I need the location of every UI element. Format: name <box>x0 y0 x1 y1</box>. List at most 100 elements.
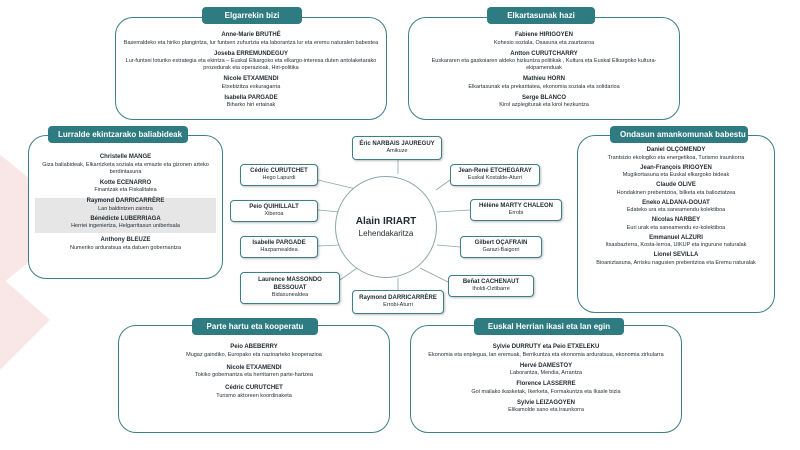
member-name: Kotte ECENARRO <box>99 179 152 186</box>
member-name: Peio ABEBERRY <box>230 344 278 350</box>
territory-box: Jean-René ETCHEGARAY Euskal Kostalde-Atu… <box>450 164 540 186</box>
territory-member-name: Isabelle PARGADE <box>252 239 306 246</box>
member-role: Trantsizio ekologiko eta energetikoa, Tu… <box>607 154 745 161</box>
territory-box: Hélène MARTY CHALEON Errobi <box>470 199 562 221</box>
member: Hervé DAMESTOY Laborantza, Mendia, Arran… <box>417 363 675 378</box>
member-role: Elikamolde sano eta iraunkorra <box>508 407 584 413</box>
member-role: Tokiko gobernantza eta herritarren parte… <box>194 372 313 378</box>
member-name: Antton CURUTCHARRY <box>510 50 578 57</box>
territory-box: Éric NARBAIS JAUREGUY Amikuze <box>352 136 442 160</box>
member-name: Lionel SEVILLA <box>653 252 699 258</box>
president-circle: Alain IRIART Lehendakaritza <box>335 176 437 278</box>
territory-box: Laurence MASSONDO BESSOUAT Bidaxunealdea <box>240 272 340 304</box>
group-title: Euskal Herrian ikasi eta lan egin <box>474 318 624 335</box>
territory-member-name: Cédric CURUTCHET <box>250 167 308 174</box>
member-role: Goi mailako ikasketak, Ikerketa, Formaku… <box>471 388 621 395</box>
member-name: Mathieu HORN <box>523 76 565 82</box>
member-role: Elkartasunak eta prekaritatea, ekonomia … <box>468 83 620 90</box>
member-role: Itsasbazterra, Kosta-lerroa, UIKUP eta i… <box>605 242 747 248</box>
member-name: Sylvie LEIZAGOYEN <box>516 399 576 406</box>
territory-box: Raymond DARRICARRÈRE Errobi-Aturri <box>352 290 444 314</box>
member-name: Serge BLANCO <box>521 94 566 101</box>
member-role: Edateko ura eta saneamendu kolektiboa <box>626 207 726 213</box>
member-role: Etxebizitza eskuragarria <box>221 83 281 90</box>
territory-name: Garazi-Baigorri <box>482 247 520 254</box>
member: Fabiene HIRIGOYEN Kohesio soziala, Osasu… <box>415 32 673 47</box>
member-role: Bioaniztasuna, Arrisku nagusien prebentz… <box>596 259 756 266</box>
territory-member-name: Peio QUIHILLALT <box>249 203 299 210</box>
group-title: Lurralde ekintzarako baliabideak <box>48 126 188 143</box>
territory-box: Gilbert OÇAFRAIN Garazi-Baigorri <box>460 236 542 258</box>
group-ondasun-amankomunak-babestu: Daniel OLÇOMENDY Trantsizio ekologiko et… <box>577 135 775 313</box>
member-name: Christelle MANGE <box>99 154 152 160</box>
member-name: Joseba ERREMUNDEGUY <box>213 50 288 57</box>
member: Nicolas NARBEY Euri urak eta saneamendu … <box>584 217 768 232</box>
group-title: Ondasun amankomunak babestu <box>610 126 748 143</box>
member-highlighted: Bénédicte LUBERRIAGA Herriei ingeniertza… <box>35 215 216 233</box>
group-lurralde-ekintzarako-baliabideak: Christelle MANGE Giza baliabideak, Elkar… <box>28 135 223 279</box>
territory-name: Hego Lapurdi <box>262 175 296 182</box>
territory-name: Errobi <box>508 210 524 217</box>
territory-name: Euskal Kostalde-Aturri <box>467 175 523 182</box>
member-role: Kirol azpiegiturak eta kirol hezkuntza <box>499 102 589 108</box>
member-role: Hondakinen prebentzioa, bilketa eta bali… <box>616 189 736 196</box>
member: Serge BLANCO Kirol azpiegiturak eta kiro… <box>415 95 673 110</box>
group-elkartasunak-hazi: Fabiene HIRIGOYEN Kohesio soziala, Osasu… <box>408 17 680 120</box>
member: Kotte ECENARRO Finantzak eta Fiskalitate… <box>35 180 216 195</box>
member-name: Anthony BLEUZE <box>100 237 151 243</box>
member-role: Herriei ingeniertza, Helgarritasun unibe… <box>71 223 180 229</box>
member-role: Numeriko arduratsua eta datuen gobernant… <box>70 244 181 251</box>
member-role: Laborantza, Mendia, Arrantza <box>509 370 583 376</box>
member: Jean-François IRIGOYEN Mugikortasuna eta… <box>584 165 768 180</box>
member: Lionel SEVILLA Bioaniztasuna, Arrisku na… <box>584 252 768 267</box>
member-role: Mugaz gaindiko, Europako eta nazioarteko… <box>186 351 322 358</box>
member: Christelle MANGE Giza baliabideak, Elkar… <box>35 154 216 176</box>
member-role: Baserraldeko eta hiriko plangintza, lur … <box>123 39 379 46</box>
member-role: Euskararen eta gaskoiaren aldeko hizkunt… <box>431 58 657 71</box>
member-role: Finantzak eta Fiskalitatea <box>94 187 157 193</box>
member: Anne-Marie BRUTHÉ Baserraldeko eta hirik… <box>122 32 380 47</box>
member-name: Eneko ALDANA-DOUAT <box>642 199 710 206</box>
member-role: Giza baliabideak, Elkarrizketa soziala e… <box>42 161 209 175</box>
member-name: Hervé DAMESTOY <box>519 362 573 369</box>
member: Sylvie DURRUTY eta Peio ETXELEKU Ekonomi… <box>417 344 675 359</box>
member: Nicole ETXAMENDI Etxebizitza eskuragarri… <box>122 76 380 91</box>
member-name: Daniel OLÇOMENDY <box>646 147 706 153</box>
member-role: Turismo aktoreen koordinaketa <box>216 392 292 399</box>
member-name: Nicole ETXAMENDI <box>223 76 279 82</box>
territory-name: Iholdi-Oztibarre <box>472 286 510 293</box>
group-title: Elgarrekin bizi <box>202 7 302 24</box>
member-role: Biharko hiri ertainak <box>226 102 276 108</box>
group-title: Parte hartu eta kooperatu <box>192 318 318 335</box>
member-name: Isabella PARGADE <box>224 94 278 101</box>
member-name: Anne-Marie BRUTHÉ <box>221 32 281 38</box>
member: Nicole ETXAMENDI Tokiko gobernantza eta … <box>125 365 383 380</box>
member: Claude OLIVE Hondakinen prebentzioa, bil… <box>584 182 768 197</box>
president-name: Alain IRIART <box>355 216 417 227</box>
member: Emmanuel ALZURI Itsasbazterra, Kosta-ler… <box>584 235 768 250</box>
territory-box: Isabelle PARGADE Hazparnealdea <box>240 236 318 258</box>
member: Cédric CURUTCHET Turismo aktoreen koordi… <box>125 385 383 400</box>
member: Antton CURUTCHARRY Euskararen eta gaskoi… <box>415 51 673 73</box>
territory-name: Bidaxunealdea <box>271 292 309 298</box>
member-name: Jean-François IRIGOYEN <box>640 164 712 171</box>
member-role: Kohesio soziala, Osasuna eta zaurtzaroa <box>493 39 595 46</box>
member: Joseba ERREMUNDEGUY Lur-funtsei loturiko… <box>122 51 380 73</box>
member-highlighted: Raymond DARRICARRÈRE Lan baldintzen zain… <box>35 198 216 216</box>
member: Daniel OLÇOMENDY Trantsizio ekologiko et… <box>584 147 768 162</box>
member-name: Emmanuel ALZURI <box>649 234 703 241</box>
member: Isabella PARGADE Biharko hiri ertainak <box>122 95 380 110</box>
member-name: Nicole ETXAMENDI <box>226 364 282 371</box>
group-title: Elkartasunak hazi <box>487 7 595 24</box>
member: Anthony BLEUZE Numeriko arduratsua eta d… <box>35 237 216 252</box>
member-name: Claude OLIVE <box>656 182 696 188</box>
member: Eneko ALDANA-DOUAT Edateko ura eta sanea… <box>584 200 768 215</box>
territory-member-name: Beñat CACHENAUT <box>462 278 520 285</box>
group-euskal-herrian-ikasi-eta-lan-egin: Sylvie DURRUTY eta Peio ETXELEKU Ekonomi… <box>410 325 682 433</box>
territory-member-name: Hélène MARTY CHALEON <box>479 202 553 209</box>
member-role: Euri urak eta saneamendu ez-kolektiboa <box>626 224 726 231</box>
territory-member-name: Laurence MASSONDO BESSOUAT <box>258 277 322 291</box>
territory-member-name: Gilbert OÇAFRAIN <box>474 239 528 246</box>
member: Florence LASSERRE Goi mailako ikasketak,… <box>417 381 675 396</box>
member-name: Bénédicte LUBERRIAGA <box>90 215 161 222</box>
